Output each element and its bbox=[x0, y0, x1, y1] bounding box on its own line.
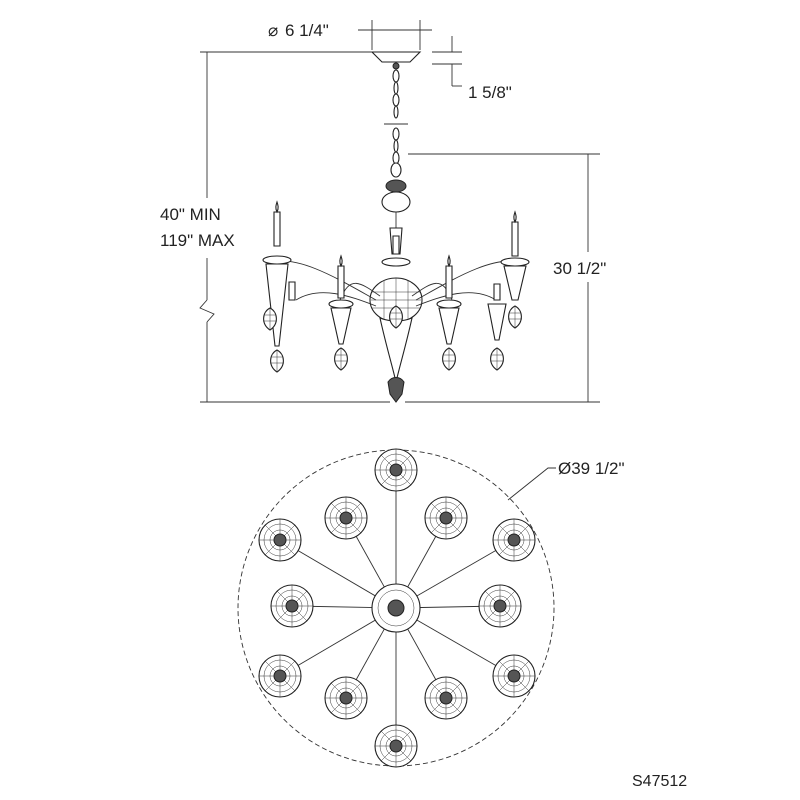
center-hub bbox=[371, 583, 421, 633]
model-number: S47512 bbox=[632, 773, 687, 790]
svg-text:⌀: ⌀ bbox=[268, 21, 278, 40]
candle-outer-right bbox=[500, 210, 530, 329]
candle-inner-right bbox=[436, 254, 462, 371]
elevation-view: 6 1/4" ⌀ 1 5/8" bbox=[160, 20, 606, 403]
canopy-diameter-label: 6 1/4" bbox=[285, 21, 329, 40]
chain bbox=[384, 69, 408, 165]
fixture-height-label: 30 1/2" bbox=[553, 259, 606, 278]
fixture-height-dimension: 30 1/2" bbox=[405, 153, 606, 403]
canopy-height-dimension: 1 5/8" bbox=[432, 36, 512, 102]
canopy-height-label: 1 5/8" bbox=[468, 83, 512, 102]
candle-center bbox=[381, 235, 411, 267]
overall-height-dimension: 40" MIN 119" MAX bbox=[160, 51, 390, 403]
candle-back-right bbox=[487, 283, 507, 371]
fixture-diameter-dimension: Ø39 1/2" bbox=[507, 459, 625, 501]
plan-view: Ø39 1/2" bbox=[237, 448, 625, 768]
overall-max-label: 119" MAX bbox=[160, 231, 235, 250]
candle-inner-left bbox=[328, 254, 354, 371]
fixture-diameter-label: Ø39 1/2" bbox=[558, 459, 625, 478]
candle-outer-left bbox=[262, 200, 292, 373]
canopy bbox=[370, 51, 422, 63]
candle-back-left bbox=[262, 281, 296, 331]
overall-min-label: 40" MIN bbox=[160, 205, 221, 224]
canopy-diameter-dimension: 6 1/4" ⌀ bbox=[268, 20, 432, 50]
central-column bbox=[369, 162, 423, 403]
